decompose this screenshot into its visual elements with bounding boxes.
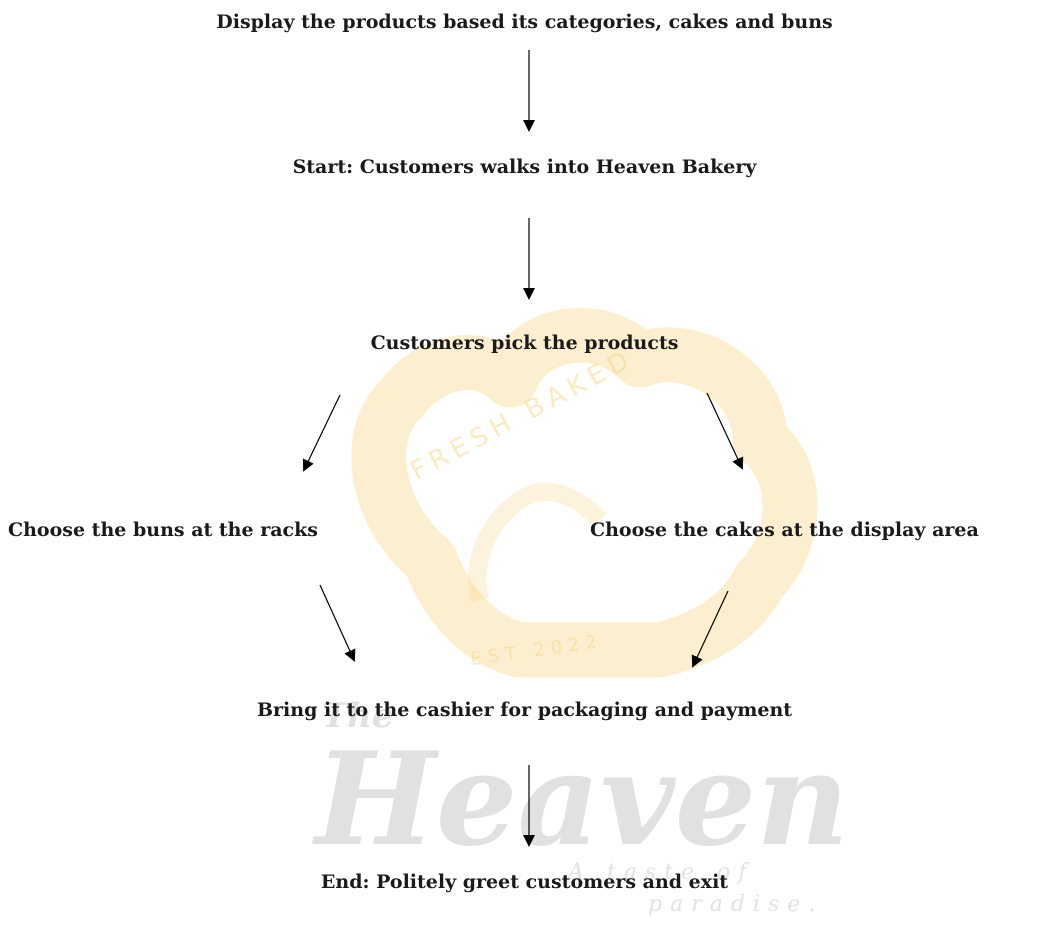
step-pick-products: Customers pick the products — [370, 332, 679, 354]
watermark-tagline-1: A taste of — [568, 860, 755, 885]
arrow-pick-to-buns — [302, 394, 341, 472]
watermark-brand: Heaven — [315, 725, 850, 875]
step-start: Start: Customers walks into Heaven Baker… — [292, 156, 757, 178]
arrow-pick-to-cakes — [706, 392, 744, 470]
step-end: End: Politely greet customers and exit — [320, 871, 729, 893]
step-choose-cakes: Choose the cakes at the display area — [590, 519, 979, 541]
step-display-products: Display the products based its categorie… — [216, 11, 833, 33]
watermark-the: The — [322, 696, 394, 736]
step-cashier: Bring it to the cashier for packaging an… — [256, 699, 793, 721]
arrow-buns-to-cashier — [319, 584, 356, 662]
arrow-cakes-to-cashier — [691, 590, 729, 668]
watermark-tagline-2: paradise. — [648, 892, 824, 917]
step-choose-buns: Choose the buns at the racks — [8, 519, 318, 541]
